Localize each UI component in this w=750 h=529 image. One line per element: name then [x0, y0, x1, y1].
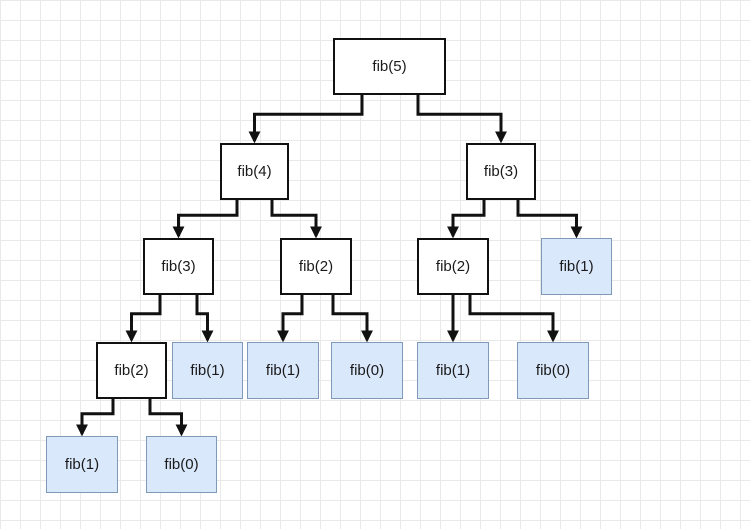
- edge-n3l-n1l: [195, 295, 214, 343]
- node-n1r: fib(1): [417, 342, 489, 399]
- edge-n4-n3l: [172, 200, 239, 239]
- edge-n5-n3r: [416, 95, 507, 144]
- node-n1rr: fib(1): [541, 238, 612, 295]
- node-n1b: fib(1): [46, 436, 118, 493]
- edge-n2ll-n0b: [148, 399, 188, 437]
- node-n0m: fib(0): [331, 342, 403, 399]
- edge-n5-n4: [248, 95, 364, 144]
- node-n2r: fib(2): [417, 238, 489, 295]
- node-n1l: fib(1): [172, 342, 243, 399]
- edge-n4-n2m: [270, 200, 322, 239]
- node-n5: fib(5): [333, 38, 446, 95]
- node-n2ll: fib(2): [96, 342, 167, 399]
- node-n2m: fib(2): [280, 238, 352, 295]
- edge-n2r-n0r: [468, 295, 559, 343]
- edge-n3r-n1rr: [516, 200, 583, 239]
- edge-n2ll-n1b: [76, 399, 115, 437]
- node-n0b: fib(0): [146, 436, 217, 493]
- node-n4: fib(4): [220, 143, 289, 200]
- node-n3l: fib(3): [143, 238, 214, 295]
- node-n3r: fib(3): [466, 143, 536, 200]
- edge-n3r-n2r: [447, 200, 486, 239]
- node-n0r: fib(0): [517, 342, 589, 399]
- edge-n2m-n0m: [331, 295, 373, 343]
- edge-n3l-n2ll: [125, 295, 162, 343]
- node-n1m: fib(1): [247, 342, 319, 399]
- edge-n2m-n1m: [277, 295, 304, 343]
